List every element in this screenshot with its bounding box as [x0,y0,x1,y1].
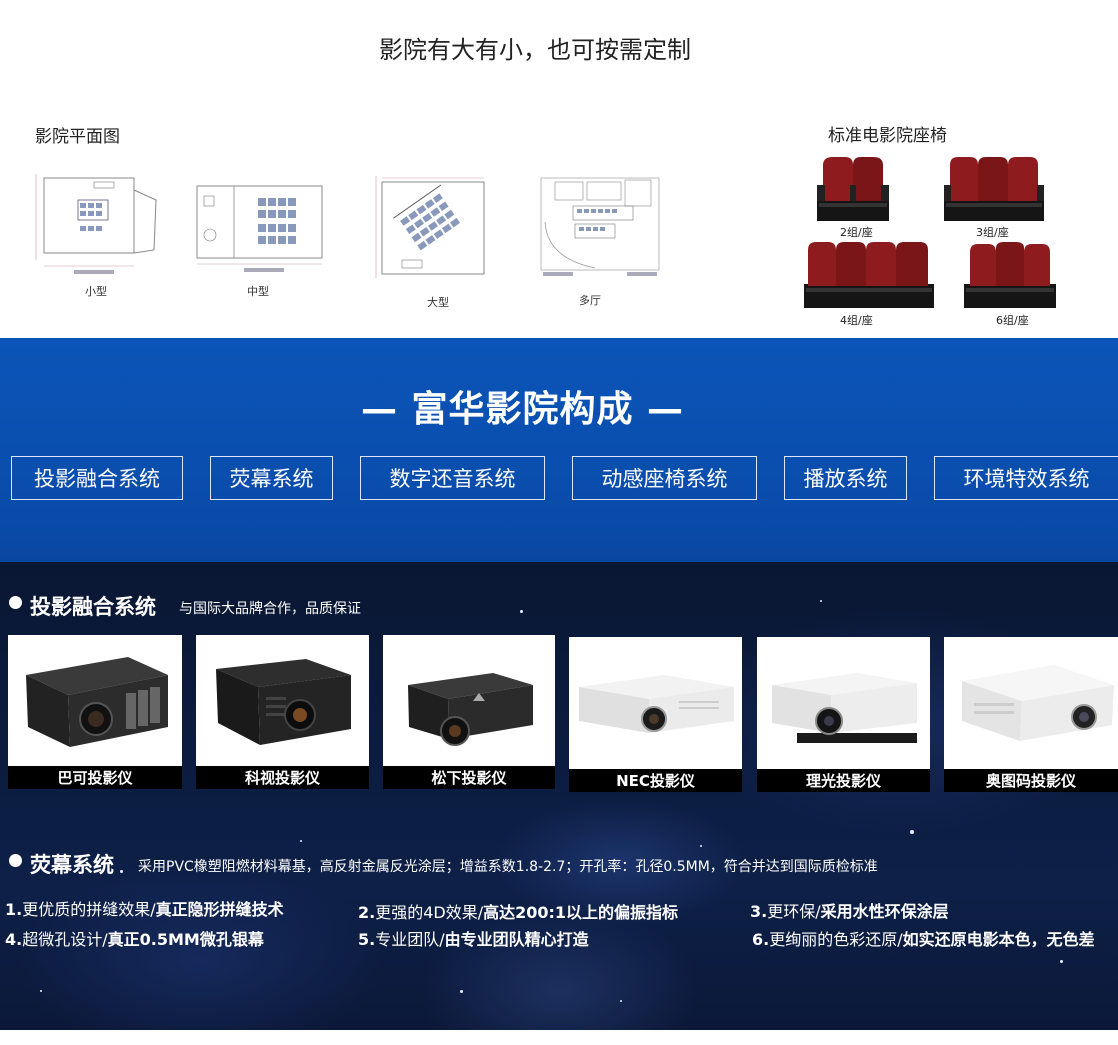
screen-heading: 荧幕系统 [30,853,114,877]
bottom-strip [0,1030,1118,1045]
projector-card-panasonic[interactable]: 松下投影仪 [383,635,555,789]
starry-background [0,562,1118,1030]
composition-band [0,338,1118,562]
brand-label-optoma: 奥图码投影仪 [944,769,1118,792]
screen-subheading: 采用PVC橡塑阻燃材料幕基，高反射金属反光涂层；增益系数1.8-2.7；开孔率：… [138,859,878,875]
page-title: 影院有大有小，也可按需定制 [379,36,691,64]
plan-caption-small: 小型 [85,285,107,298]
system-button-screen[interactable]: 荧幕系统 [210,456,333,500]
plan-caption-multi: 多厅 [579,294,601,307]
band-title: — 富华影院构成 — [360,389,685,430]
projection-subheading: 与国际大品牌合作，品质保证 [179,601,361,617]
system-button-projection[interactable]: 投影融合系统 [11,456,183,500]
feature-item: 3.更环保/采用水性环保涂层 [750,902,949,921]
brand-label-barco: 巴可投影仪 [8,766,182,789]
floor-plan-multi[interactable] [535,172,665,282]
bullet-icon [9,854,22,867]
projector-card-christie[interactable]: 科视投影仪 [196,635,369,789]
star-decoration [700,845,702,847]
floor-plan-large[interactable] [372,174,494,289]
seat-caption-4: 4组/座 [840,314,873,327]
seat-caption-2: 2组/座 [840,226,873,239]
feature-item: 6.更绚丽的色彩还原/如实还原电影本色，无色差 [752,930,1095,949]
brand-label-christie: 科视投影仪 [196,766,369,789]
star-decoration [120,870,123,873]
system-button-motion-seat[interactable]: 动感座椅系统 [572,456,757,500]
plan-caption-large: 大型 [427,296,449,309]
seat-6-group[interactable] [962,240,1058,314]
plan-caption-medium: 中型 [247,285,269,298]
floor-plan-small[interactable] [34,170,164,280]
feature-item: 1.更优质的拼缝效果/真正隐形拼缝技术 [5,900,284,919]
seat-2-group[interactable] [815,155,891,227]
projection-heading: 投影融合系统 [30,595,156,619]
floor-plan-medium[interactable] [194,180,329,280]
feature-item: 5.专业团队/由专业团队精心打造 [358,930,589,949]
seat-caption-3: 3组/座 [976,226,1009,239]
projector-card-barco[interactable]: 巴可投影仪 [8,635,182,789]
brand-label-ricoh: 理光投影仪 [757,769,930,792]
star-decoration [40,990,42,992]
seat-3-group[interactable] [942,155,1046,227]
star-decoration [300,840,302,842]
seats-label: 标准电影院座椅 [828,126,947,146]
star-decoration [1060,960,1063,963]
star-decoration [620,1000,622,1002]
projector-card-optoma[interactable]: 奥图码投影仪 [944,637,1118,792]
seat-4-group[interactable] [802,240,936,314]
star-decoration [460,990,463,993]
star-decoration [820,600,822,602]
brand-label-nec: NEC投影仪 [569,769,742,792]
star-decoration [520,610,523,613]
feature-item: 2.更强的4D效果/高达200:1以上的偏振指标 [358,903,679,922]
projector-card-nec[interactable]: NEC投影仪 [569,637,742,792]
brand-label-panasonic: 松下投影仪 [383,766,555,789]
feature-item: 4.超微孔设计/真正0.5MM微孔银幕 [5,930,264,949]
projector-card-ricoh[interactable]: 理光投影仪 [757,637,930,792]
seat-caption-6: 6组/座 [996,314,1029,327]
star-decoration [910,830,914,834]
system-button-playback[interactable]: 播放系统 [784,456,907,500]
plans-label: 影院平面图 [35,127,120,147]
bullet-icon [9,596,22,609]
system-button-effects[interactable]: 环境特效系统 [934,456,1118,500]
system-button-audio[interactable]: 数字还音系统 [360,456,545,500]
